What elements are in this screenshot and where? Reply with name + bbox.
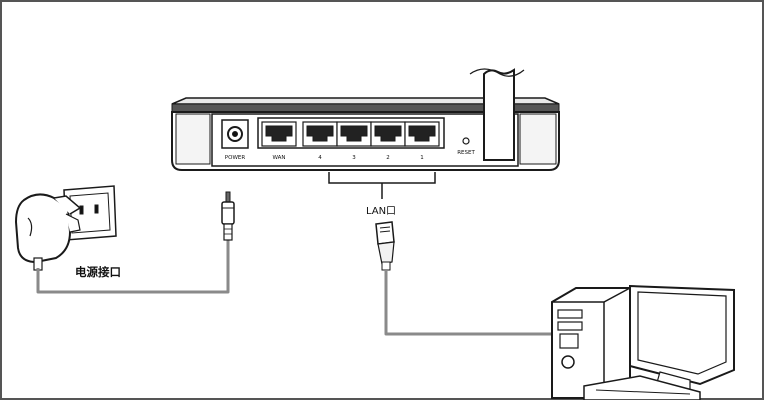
- power-port-callout: 电源接口: [75, 265, 121, 279]
- power-cable: [36, 240, 230, 294]
- lan-port-1-label: 1: [420, 155, 424, 161]
- power-port-label: POWER: [225, 155, 246, 161]
- router-icon: [171, 68, 560, 171]
- wan-port-label: WAN: [272, 155, 285, 161]
- lan-port-callout: LAN口: [366, 206, 396, 217]
- dc-plug-icon: [221, 191, 235, 241]
- lan-cable: [384, 270, 552, 336]
- power-adapter-icon: [14, 193, 82, 271]
- lan-port-3-label: 3: [352, 155, 356, 161]
- lan-port-2-label: 2: [386, 155, 390, 161]
- computer-icon: [551, 284, 735, 400]
- lan-bracket: [328, 172, 436, 199]
- lan-port-4-label: 4: [318, 155, 322, 161]
- reset-label: RESET: [457, 150, 475, 156]
- rj45-plug-icon: [375, 221, 395, 271]
